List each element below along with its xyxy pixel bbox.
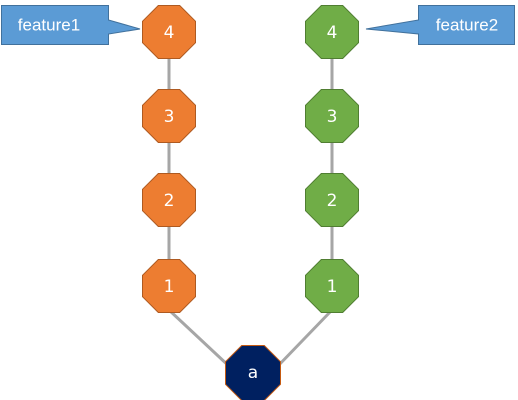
commit-label-f2-3: 3 [327,107,338,127]
feature2-callout-label: feature2 [436,15,498,34]
commit-octagon-f2-2 [305,173,359,227]
commit-octagon-f2-1 [305,259,359,313]
edge-f1-1-a [167,308,233,370]
feature1-callout-label: feature1 [18,15,80,34]
edge-f2-1-a [274,308,334,370]
base-commit-node: a [225,345,281,400]
commit-octagon-f1-3 [142,89,196,143]
feature1-callout-shape [1,5,141,45]
commit-octagon-f2-4 [305,5,359,59]
commit-label-f1-3: 3 [164,107,175,127]
commit-node-f1-1: 1 [142,259,196,313]
commit-node-f1-4: 4 [142,5,196,59]
commit-node-f1-3: 3 [142,89,196,143]
commit-node-f1-2: 2 [142,173,196,227]
commit-octagon-f1-1 [142,259,196,313]
commit-label-f1-2: 2 [164,191,175,211]
commit-label-f1-1: 1 [164,277,175,297]
commit-octagon-f1-4 [142,5,196,59]
commit-node-f2-2: 2 [305,173,359,227]
feature1-callout: feature1 [1,5,141,45]
base-commit-label: a [248,363,258,383]
commit-label-f2-4: 4 [327,23,338,43]
commit-label-f2-1: 1 [327,277,338,297]
commit-label-f2-2: 2 [327,191,338,211]
commit-label-f1-4: 4 [164,23,175,43]
feature2-callout-shape [365,5,515,45]
commit-node-f2-1: 1 [305,259,359,313]
commit-octagon-f1-2 [142,173,196,227]
commit-node-f2-4: 4 [305,5,359,59]
feature2-commits: 4 3 2 1 [305,5,359,313]
feature1-commits: 4 3 2 1 [142,5,196,313]
commit-octagon-f2-3 [305,89,359,143]
base-commit-octagon [225,345,281,400]
feature2-callout: feature2 [365,5,515,45]
commit-node-f2-3: 3 [305,89,359,143]
